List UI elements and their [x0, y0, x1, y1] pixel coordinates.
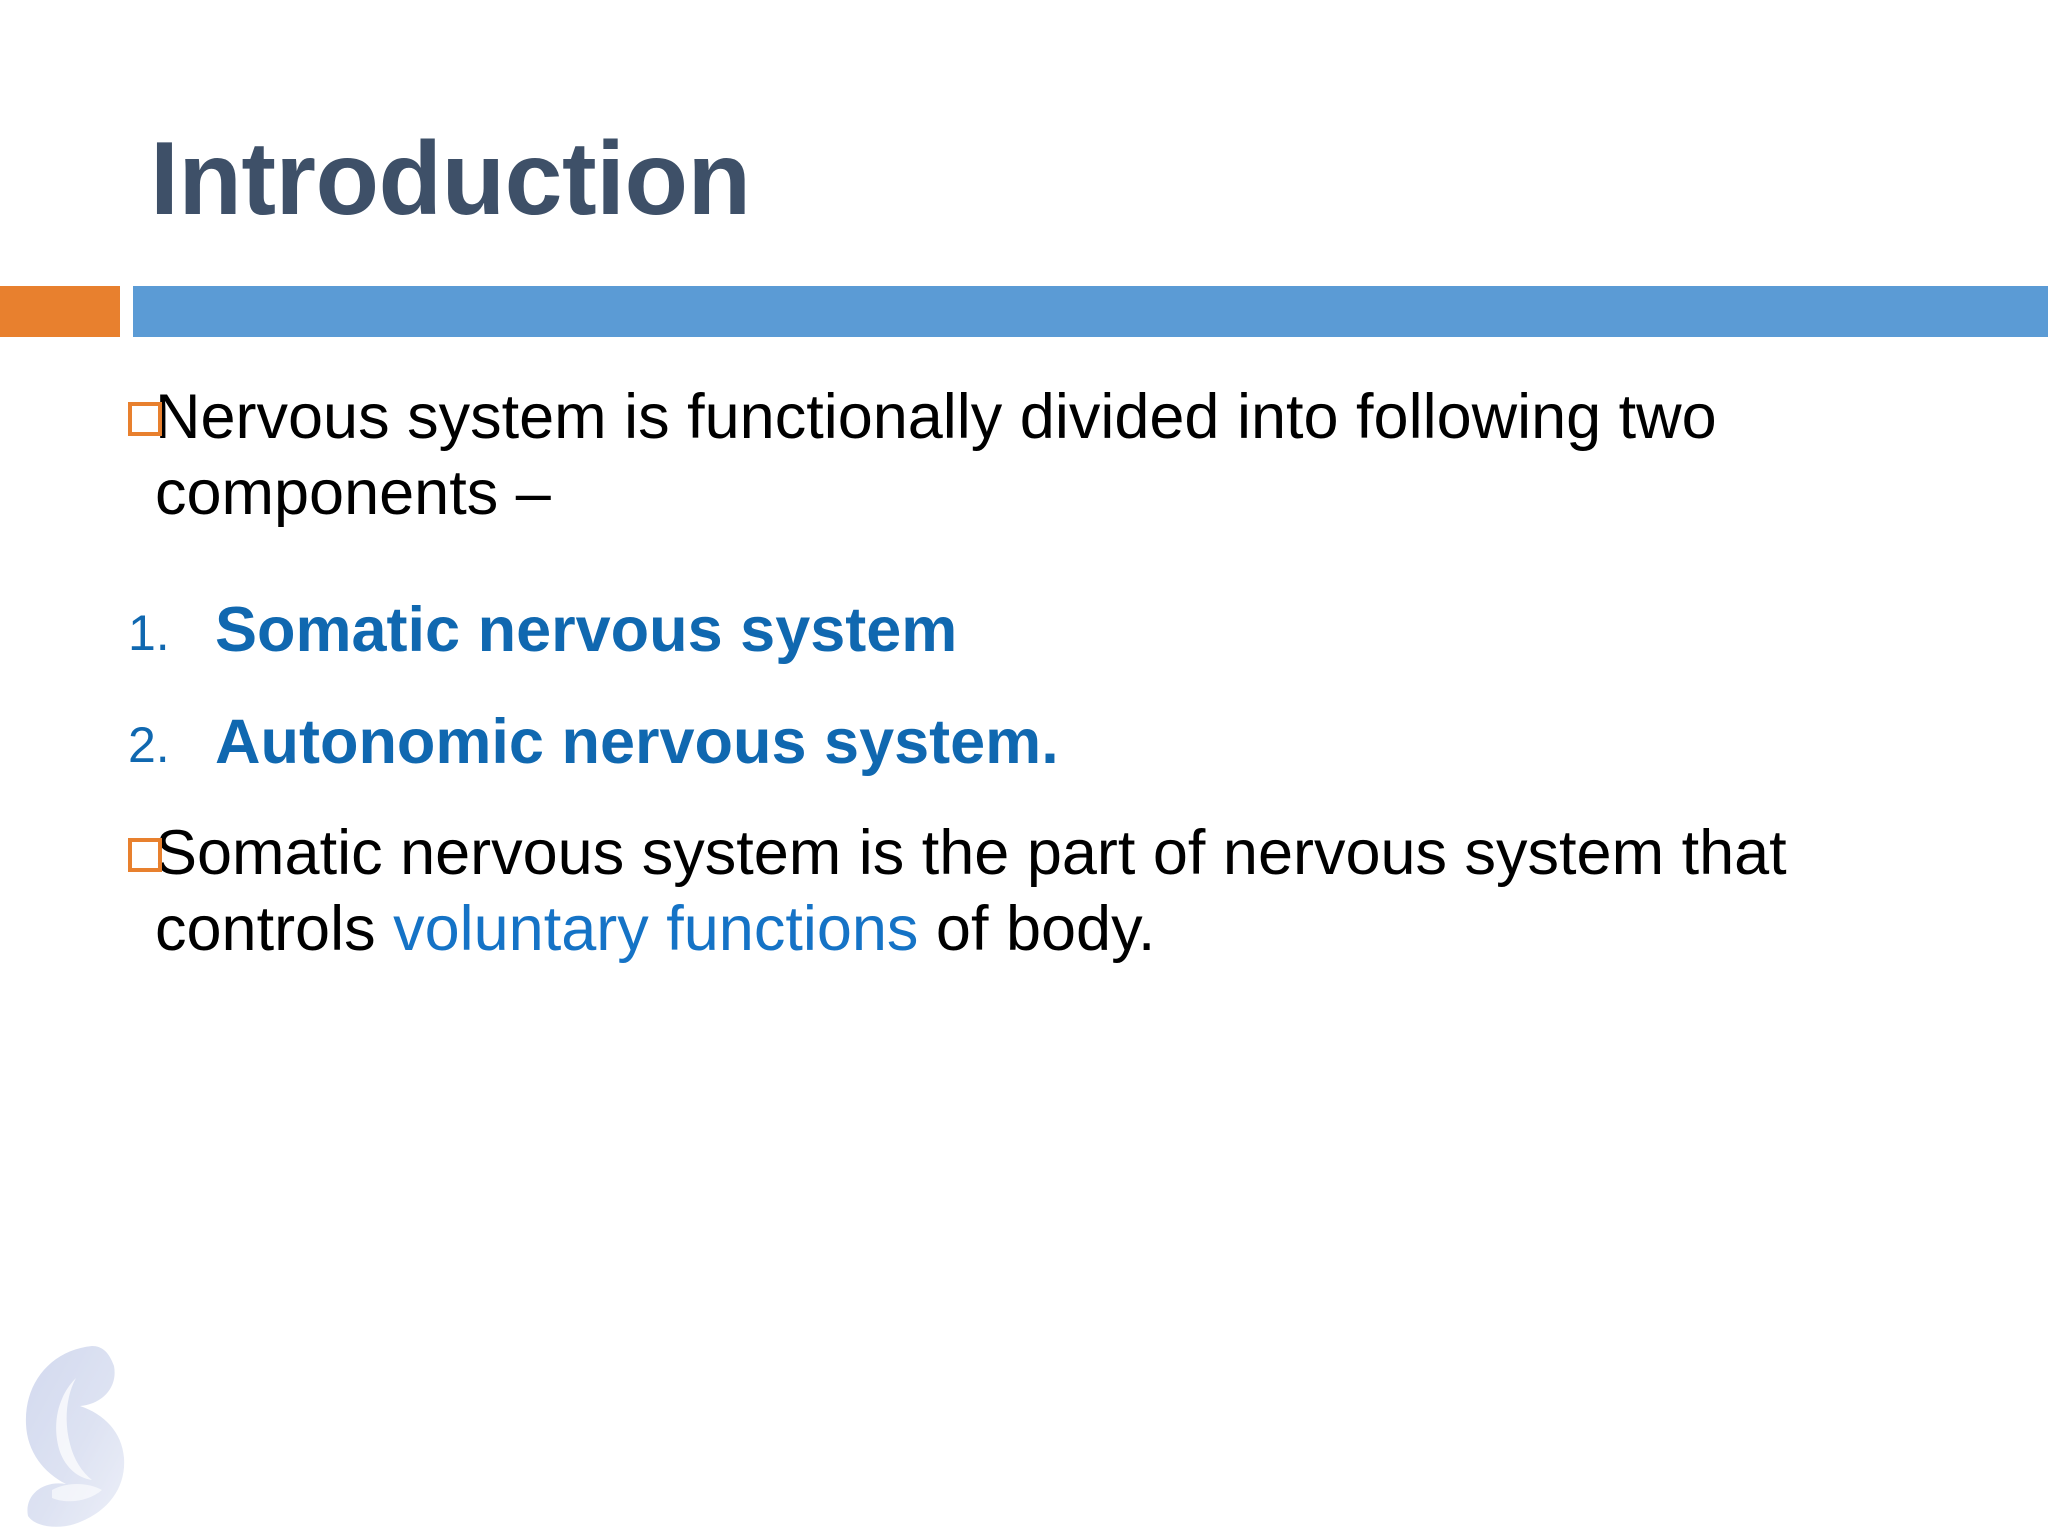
- definition-text-part2: of body.: [918, 893, 1156, 964]
- list-item-1: 1. Somatic nervous system: [0, 593, 2048, 669]
- square-bullet-icon: [128, 402, 162, 436]
- list-item-2-number: 2.: [128, 716, 170, 773]
- definition-highlight-phrase: voluntary functions: [393, 893, 919, 964]
- title-underline-orange-bar: [0, 286, 120, 337]
- square-bullet-icon: [128, 838, 162, 873]
- definition-text-part1: Somatic nervous system is the part of ne…: [155, 818, 1787, 964]
- title-underline-blue-bar: [133, 286, 2048, 337]
- intro-bullet-paragraph: Nervous system is functionally divided i…: [0, 380, 2048, 531]
- list-item-1-label: Somatic nervous system: [215, 595, 958, 666]
- institution-watermark-logo: [25, 1346, 125, 1527]
- list-item-2-label: Autonomic nervous system.: [215, 706, 1059, 777]
- list-item-1-number: 1.: [128, 605, 170, 662]
- definition-bullet-text: Somatic nervous system is the part of ne…: [155, 816, 2008, 967]
- intro-bullet-text: Nervous system is functionally divided i…: [155, 382, 1717, 528]
- list-item-2: 2. Autonomic nervous system.: [0, 705, 2048, 781]
- definition-bullet-paragraph: Somatic nervous system is the part of ne…: [0, 816, 2048, 967]
- page-title: Introduction: [150, 121, 751, 237]
- slide-body: Nervous system is functionally divided i…: [0, 380, 2048, 968]
